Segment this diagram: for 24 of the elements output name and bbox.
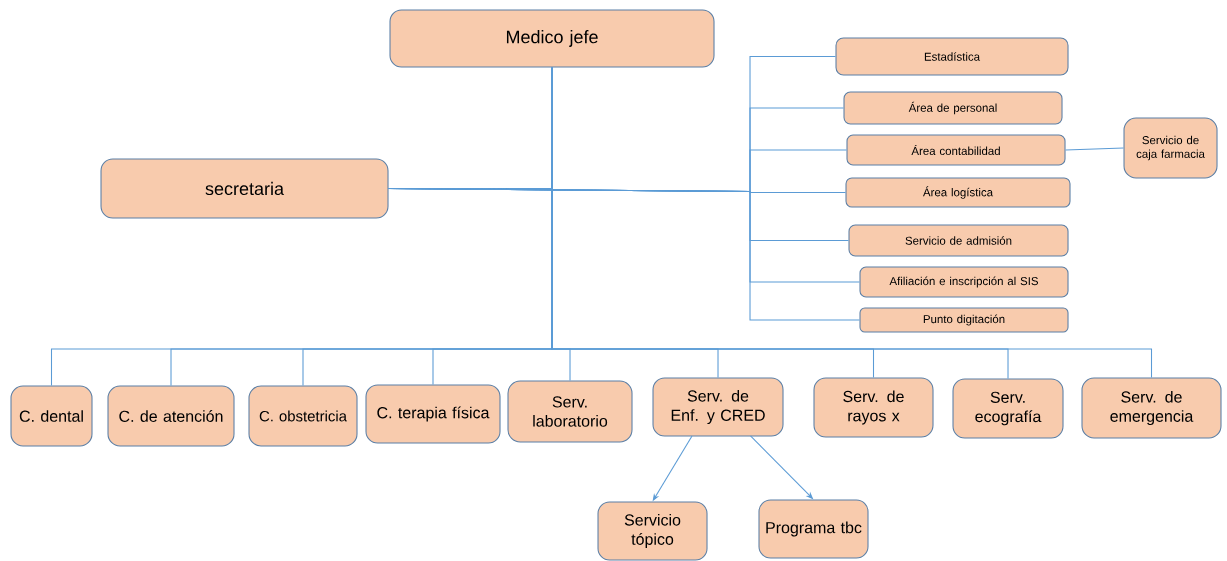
org-box: Servicio de admisión: [848, 224, 1069, 257]
org-box: secretaria: [100, 158, 389, 219]
org-box: C. terapia física: [365, 384, 501, 444]
connector-line: [1065, 147, 1125, 151]
org-box: Medico jefe: [389, 9, 715, 68]
org-box: Serv. laboratorio: [507, 380, 633, 443]
org-box: Serv. de rayos x: [813, 377, 934, 438]
org-box: C. de atención: [107, 385, 235, 447]
org-box: Estadística: [835, 37, 1069, 76]
org-box: Serv. de emergencia: [1081, 377, 1222, 439]
org-box: Serv. ecografía: [952, 378, 1064, 439]
org-box: Programa tbc: [758, 499, 869, 559]
connector-line: [388, 187, 860, 321]
org-box: Área logística: [845, 177, 1071, 208]
org-box: Servicio de caja farmacia: [1123, 117, 1218, 179]
org-box: Serv. de Enf. y CRED: [652, 377, 784, 437]
org-box: Área contabilidad: [846, 134, 1066, 166]
org-box: Servicio tópico: [597, 501, 708, 561]
org-box: Punto digitación: [859, 307, 1069, 333]
connector-line: [551, 67, 1153, 378]
org-box: C. obstetricia: [248, 385, 358, 447]
org-box: C. dental: [10, 385, 93, 447]
org-box: Afiliación e inscripción al SIS: [859, 266, 1069, 298]
org-box: Área de personal: [843, 91, 1063, 125]
